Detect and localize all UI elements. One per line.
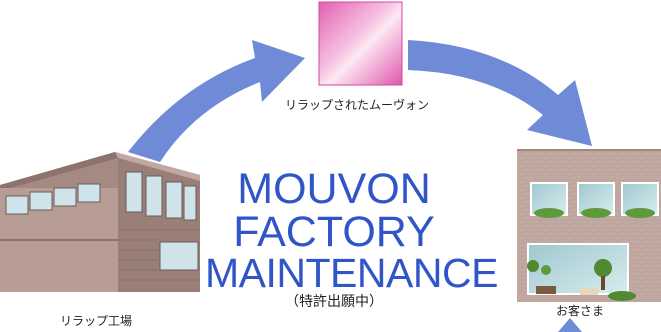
small-arrow-tip bbox=[558, 318, 582, 332]
title-line-3: MAINTENANCE bbox=[205, 250, 498, 296]
arrow-product-to-customer bbox=[408, 40, 592, 146]
title-line-1: MOUVON bbox=[237, 165, 431, 213]
title-line-2: FACTORY bbox=[233, 208, 435, 256]
product-square bbox=[318, 1, 403, 86]
product-label: リラップされたムーヴォン bbox=[285, 98, 430, 112]
factory-label: リラップ工場 bbox=[60, 314, 133, 328]
arrow-factory-to-product bbox=[128, 40, 305, 162]
patent-note: （特許出願中） bbox=[285, 294, 383, 310]
customer-label: お客さま bbox=[556, 304, 605, 318]
customer-shop bbox=[517, 149, 661, 302]
factory-building bbox=[0, 152, 200, 292]
